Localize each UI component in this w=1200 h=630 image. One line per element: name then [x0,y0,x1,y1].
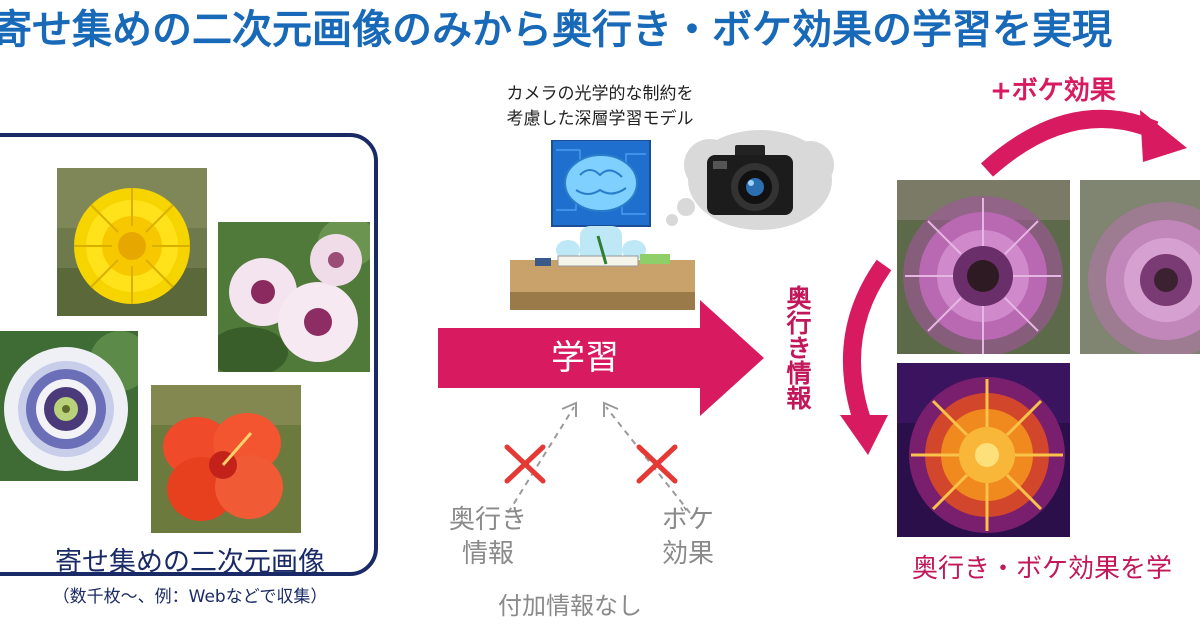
bokeh-curve-arrow [980,109,1187,177]
depth-info-line2: 情報 [461,539,514,569]
bokeh-info-label: ボケ 効果 [638,503,738,571]
camera-icon [705,145,795,217]
depth-map-photo [897,363,1070,537]
passion-flower-photo [0,331,138,481]
sharp-flower-photo [897,180,1070,354]
collection-caption: 寄せ集めの二次元画像 [55,547,325,578]
cross-icon [636,444,678,484]
bokeh-flower-photo [1080,180,1200,354]
collection-subcaption: （数千枚〜、例：Webなどで収集） [52,587,328,607]
image-collection-panel [0,133,378,576]
depth-info-vertical-label: 奥行き情報 [783,285,812,410]
bokeh-effect-label: +ボケ効果 [990,76,1116,106]
bokeh-info-line2: 効果 [661,539,714,569]
page-title: 寄せ集めの二次元画像のみから奥行き・ボケ効果の学習を実現 [0,7,1112,53]
result-caption: 奥行き・ボケ効果を学 [912,554,1173,584]
dashed-arrow-icon [507,401,691,514]
bokeh-info-line1: ボケ [661,505,714,535]
hibiscus-photo [151,385,301,533]
brain-icon [510,139,695,310]
learn-arrow-label: 学習 [551,338,619,378]
learn-arrow [438,300,764,416]
cross-icon [504,444,546,484]
dandelion-photo [57,168,207,316]
model-caption-line2: 考慮した深層学習モデル [506,109,694,129]
morning-glory-photo [218,222,370,372]
model-caption-line1: カメラの光学的な制約を [506,84,694,104]
depth-info-label: 奥行き 情報 [438,503,538,571]
no-extra-info-label: 付加情報なし [498,592,642,620]
depth-info-line1: 奥行き [448,505,527,535]
model-caption: カメラの光学的な制約を 考慮した深層学習モデル [470,82,730,132]
depth-curve-arrow [840,259,892,455]
